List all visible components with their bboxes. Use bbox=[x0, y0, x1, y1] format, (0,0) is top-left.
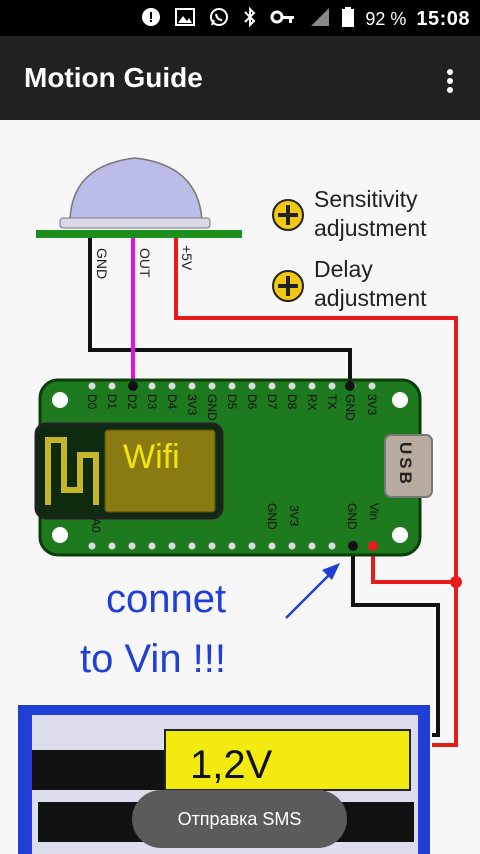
wifi-label: Wifi bbox=[123, 438, 180, 476]
board-pin-label: GND bbox=[265, 503, 279, 530]
battery-icon bbox=[341, 6, 355, 33]
board-pin-label: 3V3 bbox=[185, 394, 199, 416]
board-pin-label: TX bbox=[325, 394, 339, 409]
bluetooth-icon bbox=[242, 6, 258, 33]
wiring-diagram: Sensitivity adjustment Delay adjustment … bbox=[18, 157, 462, 854]
board-pin-label: D3 bbox=[145, 394, 159, 410]
board-gnd-wire bbox=[351, 545, 440, 737]
board-pin-label: GND bbox=[343, 394, 357, 421]
note-line-1: connet bbox=[106, 577, 226, 621]
board-pin-label: GND bbox=[205, 394, 219, 421]
note-line-2: to Vin !!! bbox=[80, 637, 226, 681]
key-icon bbox=[270, 6, 296, 33]
delay-knob-icon bbox=[272, 270, 304, 302]
board-pin-label: A0 bbox=[89, 518, 103, 533]
app-bar: Motion Guide bbox=[0, 36, 480, 120]
adjustment-label: Sensitivity bbox=[314, 186, 418, 212]
sensor-pin-label: +5V bbox=[179, 245, 195, 271]
board-pin-label: GND bbox=[345, 503, 359, 530]
page-title: Motion Guide bbox=[24, 62, 203, 93]
status-bar: 92 % 15:08 bbox=[0, 0, 480, 36]
battery-percent: 92 % bbox=[365, 9, 407, 29]
board-pin-label: Vin bbox=[367, 503, 381, 520]
toast-message: Отправка SMS bbox=[132, 790, 347, 848]
diagram-container: Sensitivity adjustment Delay adjustment … bbox=[0, 120, 480, 854]
board-pin-label: D8 bbox=[285, 394, 299, 410]
nodemcu-board bbox=[34, 378, 433, 557]
toast-text: Отправка SMS bbox=[177, 808, 302, 829]
image-icon bbox=[174, 6, 196, 33]
board-pin-label: RX bbox=[305, 394, 319, 411]
battery-voltage-label: 1,2V bbox=[190, 743, 273, 787]
board-pin-label: D6 bbox=[245, 394, 259, 410]
vcc-wire bbox=[174, 238, 458, 747]
sensor-pin-label: OUT bbox=[137, 248, 153, 278]
wire-junction bbox=[450, 576, 462, 588]
usb-label: USB bbox=[396, 442, 415, 487]
arrow-icon bbox=[285, 563, 340, 619]
whatsapp-icon bbox=[208, 6, 230, 33]
board-pin-label: D5 bbox=[225, 394, 239, 410]
adjustment-label: adjustment bbox=[314, 215, 427, 241]
board-pin-label: 3V3 bbox=[365, 394, 379, 416]
pir-sensor bbox=[36, 157, 242, 238]
board-pin-label: D1 bbox=[105, 394, 119, 410]
clock: 15:08 bbox=[416, 8, 470, 30]
board-pin-label: D0 bbox=[85, 394, 99, 410]
board-pin-label: D4 bbox=[165, 394, 179, 410]
sensitivity-knob-icon bbox=[272, 199, 304, 231]
board-pin-label: D7 bbox=[265, 394, 279, 410]
board-pin-label: D2 bbox=[125, 394, 139, 410]
vin-wire bbox=[371, 545, 456, 584]
adjustment-label: adjustment bbox=[314, 285, 427, 311]
sensor-pin-label: GND bbox=[94, 248, 110, 279]
gnd-wire bbox=[88, 238, 352, 388]
more-vert-icon[interactable] bbox=[438, 66, 462, 96]
board-pin-label: 3V3 bbox=[287, 505, 301, 527]
signal-icon bbox=[309, 6, 331, 33]
adjustment-label: Delay bbox=[314, 256, 373, 282]
message-alert-icon bbox=[140, 6, 162, 33]
